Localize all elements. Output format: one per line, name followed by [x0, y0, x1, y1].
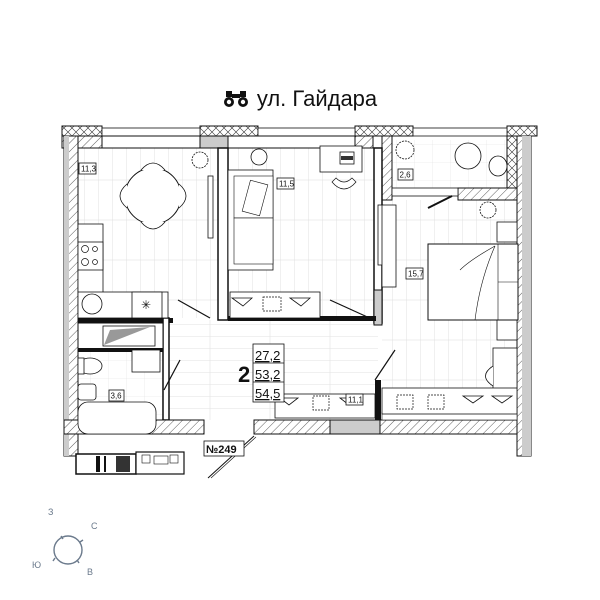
svg-text:11,5: 11,5 [279, 180, 295, 189]
apartment-summary: 2 27,2 53,2 54,5 [238, 343, 285, 403]
total-area: 54,5 [255, 386, 280, 401]
svg-text:2,6: 2,6 [400, 171, 412, 180]
window-kitchen [101, 127, 201, 137]
compass-west: З [48, 507, 54, 517]
wardrobe-small [229, 291, 321, 319]
living-area: 27,2 [255, 348, 280, 363]
svg-text:3,6: 3,6 [111, 392, 123, 401]
dining-table [119, 162, 187, 230]
total-area-no-balcony: 53,2 [255, 367, 280, 382]
street-title: ул. Гайдара [0, 86, 600, 112]
svg-text:15,7: 15,7 [408, 270, 424, 279]
compass: З С В Ю [32, 500, 115, 580]
area-label-bedroom-large: 15,7 [405, 267, 424, 280]
bathtub [77, 401, 157, 435]
compass-ring-icon [52, 535, 84, 565]
fridge [131, 291, 163, 319]
compass-east: В [87, 567, 94, 577]
washbasin [77, 383, 97, 401]
rooms-count: 2 [238, 362, 250, 387]
wall-kitchen-bedroom [217, 147, 229, 321]
svg-text:№249: №249 [206, 444, 237, 456]
area-label-bathroom: 3,6 [108, 389, 125, 402]
sofa [227, 169, 274, 271]
street-name: ул. Гайдара [256, 86, 378, 111]
svg-text:✳: ✳ [141, 298, 151, 312]
wardrobe-large [381, 204, 397, 288]
area-label-balcony: 2,6 [397, 168, 414, 181]
area-label-kitchen: 11,3 [78, 162, 97, 175]
plant-icon [191, 151, 209, 169]
svg-text:11,1: 11,1 [348, 396, 364, 405]
svg-text:11,3: 11,3 [81, 165, 97, 174]
sink [81, 293, 103, 315]
desk [319, 145, 363, 173]
bed [427, 243, 519, 321]
desk-large [492, 347, 518, 395]
area-label-bedroom-small: 11,5 [276, 177, 295, 190]
stove [77, 241, 104, 271]
apartment-number: №249 [203, 440, 245, 457]
window-balcony [412, 127, 508, 137]
window-bedroom [257, 127, 356, 137]
area-label-hallway: 11,1 [345, 393, 364, 406]
compass-south: Ю [32, 560, 42, 570]
compass-north: С [91, 521, 98, 531]
binoculars-icon [223, 91, 248, 107]
washing-machine [131, 349, 161, 373]
